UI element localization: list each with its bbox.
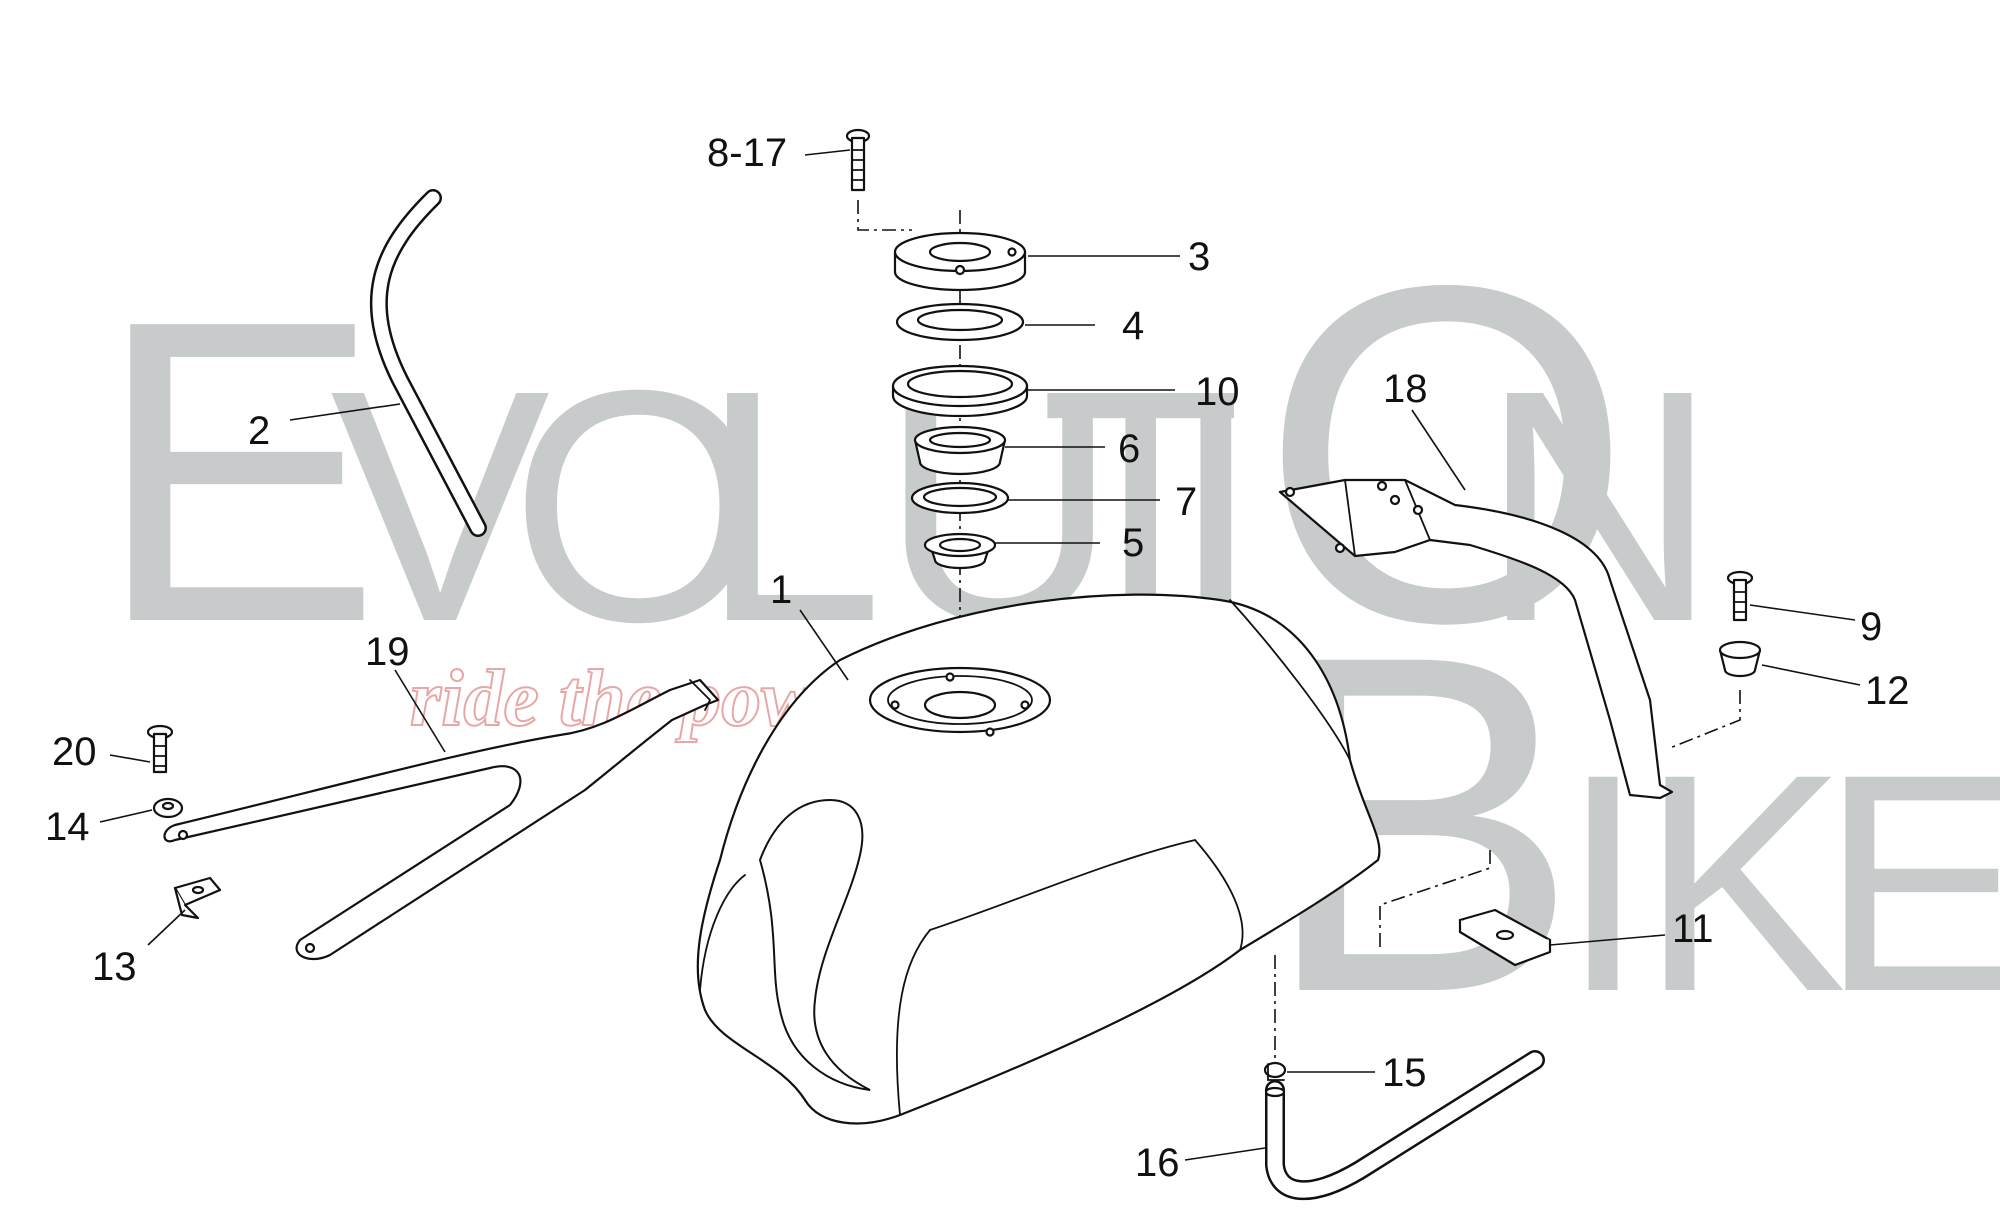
callout-15: 15 xyxy=(1382,1051,1427,1095)
axis-line-bush xyxy=(1669,690,1741,749)
watermark-letter-l: L xyxy=(700,321,884,690)
leader-1 xyxy=(799,609,849,681)
callout-9: 9 xyxy=(1860,605,1882,649)
part-filler-neck xyxy=(923,532,997,570)
callout-8-17: 8-17 xyxy=(707,131,787,175)
callout-16: 16 xyxy=(1135,1141,1180,1185)
leader-2 xyxy=(289,403,401,421)
callout-4: 4 xyxy=(1122,304,1144,348)
callout-7: 7 xyxy=(1175,480,1197,524)
part-front-bracket xyxy=(163,678,720,960)
leader-9 xyxy=(1749,604,1856,621)
callout-1: 1 xyxy=(770,568,792,612)
leader-14 xyxy=(99,809,153,823)
part-rubber-pad xyxy=(1458,908,1552,967)
part-flange-screw xyxy=(845,128,871,192)
callout-13: 13 xyxy=(92,945,137,989)
part-clip-nut xyxy=(173,876,222,920)
part-screw-9 xyxy=(1726,570,1754,622)
part-breather-pipe xyxy=(370,189,487,537)
part-ring-nut xyxy=(913,425,1007,476)
watermark-letter-e2: E xyxy=(1820,709,2000,1056)
part-flat-gasket xyxy=(895,302,1025,342)
axis-line-pad xyxy=(1379,850,1491,950)
callout-5: 5 xyxy=(1122,521,1144,565)
callout-11: 11 xyxy=(1672,907,1714,951)
callout-19: 19 xyxy=(365,630,410,674)
callouts: 8-17 3 4 10 6 7 5 2 1 18 9 12 11 15 16 1… xyxy=(45,131,1910,1185)
leader-16 xyxy=(1184,1147,1266,1161)
watermark-letter-v: V xyxy=(330,321,552,690)
part-hose-clamp xyxy=(1263,1061,1287,1081)
part-screw-20 xyxy=(146,724,174,774)
watermark-letter-o: O xyxy=(510,321,767,690)
leader-12 xyxy=(1761,664,1861,686)
watermark-letter-o2: O xyxy=(1260,185,1633,722)
part-filler-cap-flange xyxy=(893,231,1027,292)
part-drain-pipe xyxy=(1264,1050,1545,1201)
leader-18 xyxy=(1411,409,1466,491)
callout-20: 20 xyxy=(52,730,97,774)
part-fuel-tank xyxy=(696,593,1381,1125)
callout-3: 3 xyxy=(1188,235,1210,279)
callout-12: 12 xyxy=(1865,669,1910,713)
part-spacer-bush xyxy=(1718,640,1762,678)
leader-13 xyxy=(147,909,186,946)
part-o-ring xyxy=(910,481,1010,515)
leader-20 xyxy=(109,754,151,763)
leader-11 xyxy=(1549,934,1666,946)
callout-6: 6 xyxy=(1118,427,1140,471)
callout-10: 10 xyxy=(1195,370,1240,414)
part-washer xyxy=(152,797,184,819)
axis-line-cap xyxy=(857,200,912,231)
leader-lines xyxy=(99,149,1861,1161)
part-rear-bracket xyxy=(1278,478,1674,800)
leader-8-17 xyxy=(804,149,851,156)
watermark-letter-e: E xyxy=(95,232,382,712)
part-sealing-ring xyxy=(891,364,1029,418)
callout-18: 18 xyxy=(1383,367,1428,411)
watermark-letter-k: K xyxy=(1640,709,1847,1056)
leader-19 xyxy=(394,669,446,753)
callout-2: 2 xyxy=(248,409,270,453)
callout-14: 14 xyxy=(45,805,90,849)
